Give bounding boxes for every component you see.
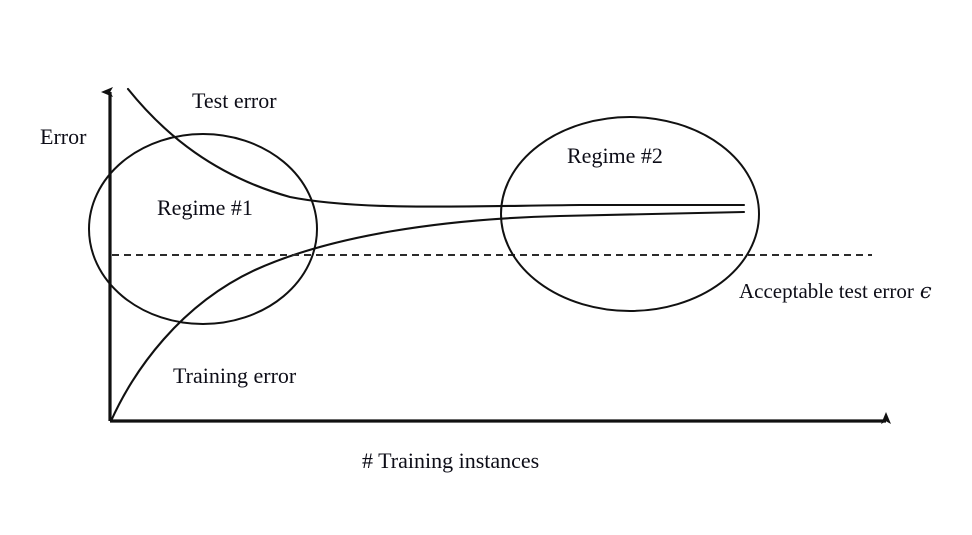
y-axis-label: Error xyxy=(40,124,87,149)
regime-2-label: Regime #2 xyxy=(567,143,663,168)
training-error-label: Training error xyxy=(173,363,297,388)
test-error-label: Test error xyxy=(192,88,277,113)
regime-1-ellipse xyxy=(88,133,318,325)
curves-group xyxy=(109,87,746,423)
acceptable-test-error-text: Acceptable test error xyxy=(739,279,914,303)
training-error-curve xyxy=(109,210,746,423)
regime-1-label: Regime #1 xyxy=(157,195,253,220)
regime-2-ellipse xyxy=(500,116,760,312)
epsilon-symbol: ϵ xyxy=(919,279,932,303)
test-error-curve xyxy=(126,87,746,208)
axes-group xyxy=(101,87,891,424)
x-axis-label: # Training instances xyxy=(362,448,540,473)
